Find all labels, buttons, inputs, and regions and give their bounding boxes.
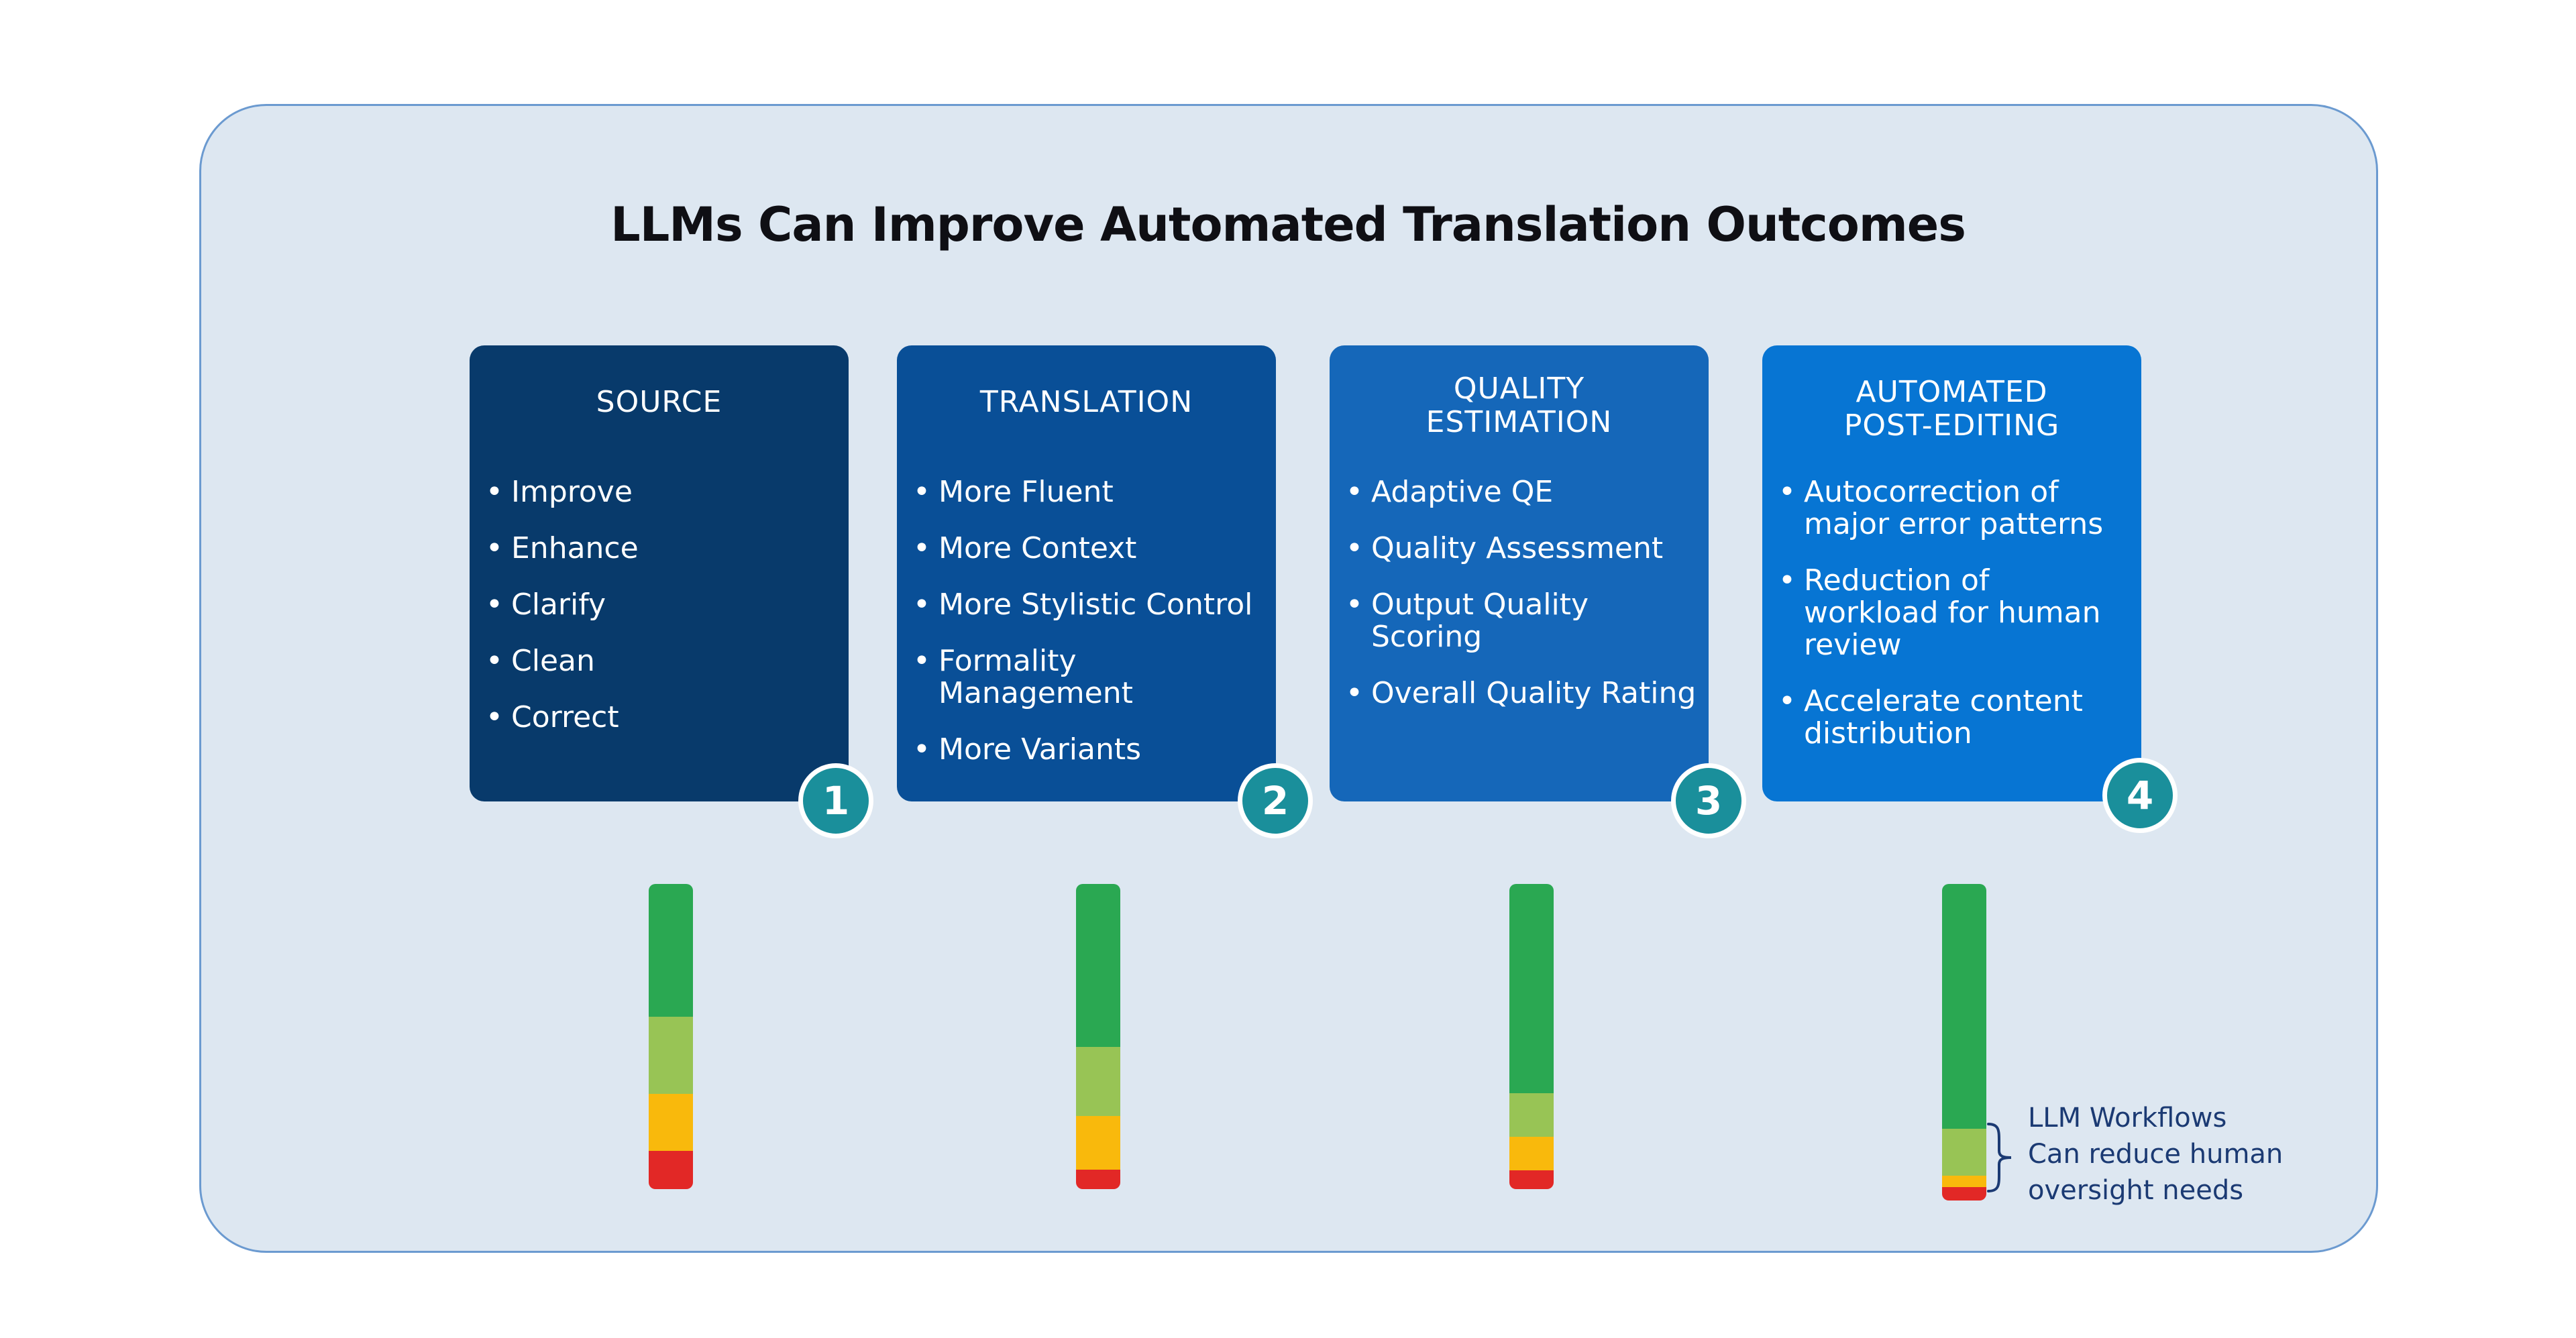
card-title: SOURCE (596, 385, 722, 419)
curly-brace-icon (1987, 1123, 2012, 1192)
list-item: Accelerate content distribution (1778, 685, 2129, 750)
bar-segment-red (649, 1151, 693, 1189)
bar-segment-light-green (1942, 1129, 1986, 1176)
list-item: More Context (913, 533, 1264, 565)
step-number-badge: 2 (1238, 763, 1313, 838)
quality-bar-4 (1942, 884, 1986, 1201)
list-item: More Variants (913, 734, 1264, 767)
annotation-note: LLM Workflows Can reduce human oversight… (2028, 1100, 2283, 1209)
card-quality-estimation: QUALITY ESTIMATION Adaptive QE Quality A… (1330, 345, 1709, 801)
bar-segment-green (649, 884, 693, 1017)
list-item: Clean (486, 645, 837, 678)
quality-bar-2 (1076, 884, 1120, 1189)
card-title: QUALITY ESTIMATION (1426, 372, 1613, 439)
list-item: Output Quality Scoring (1346, 589, 1697, 653)
card-title: TRANSLATION (979, 385, 1193, 419)
list-item: Quality Assessment (1346, 533, 1697, 565)
list-item: Clarify (486, 589, 837, 622)
bar-segment-green (1942, 884, 1986, 1129)
bar-segment-yellow (1942, 1176, 1986, 1187)
bar-segment-green (1076, 884, 1120, 1047)
annotation-line: Can reduce human (2028, 1139, 2284, 1170)
bar-segment-yellow (1509, 1137, 1554, 1170)
page-title: LLMs Can Improve Automated Translation O… (610, 197, 1966, 252)
bar-segment-red (1076, 1170, 1120, 1189)
bar-segment-light-green (1076, 1047, 1120, 1116)
card-translation: TRANSLATION More Fluent More Context Mor… (897, 345, 1276, 801)
quality-bar-1 (649, 884, 693, 1189)
list-item: Improve (486, 476, 837, 509)
step-number-badge: 3 (1671, 763, 1746, 838)
step-number-badge: 4 (2102, 758, 2178, 833)
list-item: More Stylistic Control (913, 589, 1264, 622)
annotation-line: LLM Workflows (2028, 1103, 2227, 1133)
bar-segment-yellow (1076, 1116, 1120, 1170)
list-item: Autocorrection of major error patterns (1778, 476, 2129, 541)
bar-segment-red (1509, 1170, 1554, 1189)
bar-segment-red (1942, 1187, 1986, 1201)
card-title: AUTOMATED POST-EDITING (1843, 375, 2060, 443)
bullet-list: Adaptive QE Quality Assessment Output Qu… (1346, 476, 1697, 734)
bar-segment-yellow (649, 1094, 693, 1151)
bullet-list: More Fluent More Context More Stylistic … (913, 476, 1264, 790)
card-source: SOURCE Improve Enhance Clarify Clean Cor… (470, 345, 849, 801)
list-item: Correct (486, 702, 837, 734)
list-item: Overall Quality Rating (1346, 677, 1697, 710)
annotation-line: oversight needs (2028, 1175, 2244, 1206)
bullet-list: Improve Enhance Clarify Clean Correct (486, 476, 837, 758)
step-number-badge: 1 (798, 763, 873, 838)
bar-segment-light-green (1509, 1093, 1554, 1137)
quality-bar-3 (1509, 884, 1554, 1189)
list-item: Enhance (486, 533, 837, 565)
list-item: Formality Management (913, 645, 1264, 710)
bullet-list: Autocorrection of major error patterns R… (1778, 476, 2129, 774)
card-automated-post-editing: AUTOMATED POST-EDITING Autocorrection of… (1762, 345, 2141, 801)
list-item: Adaptive QE (1346, 476, 1697, 509)
list-item: Reduction of workload for human review (1778, 565, 2129, 661)
bar-segment-green (1509, 884, 1554, 1093)
bar-segment-light-green (649, 1017, 693, 1094)
list-item: More Fluent (913, 476, 1264, 509)
